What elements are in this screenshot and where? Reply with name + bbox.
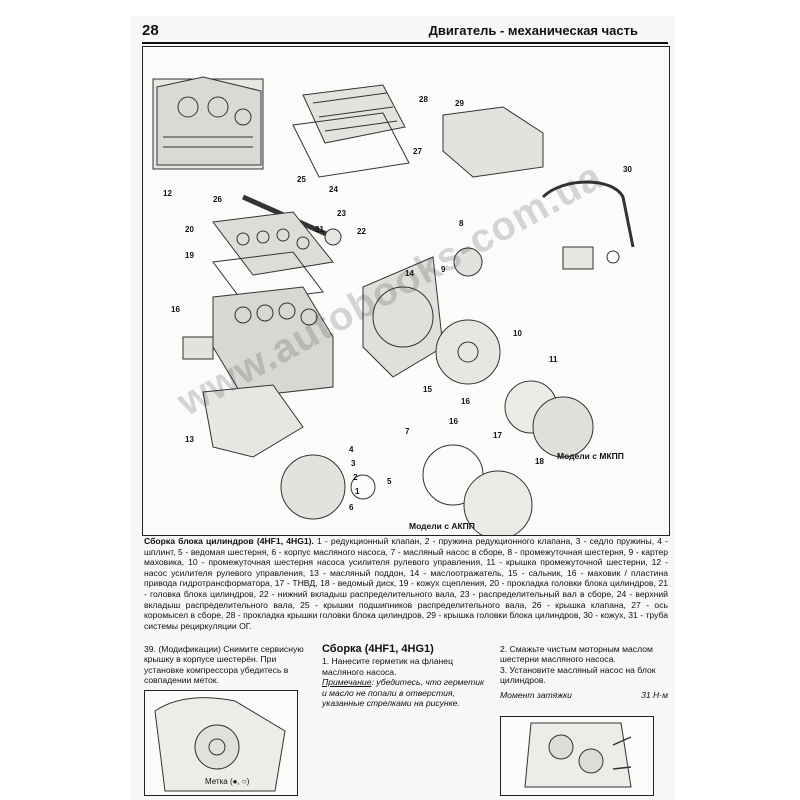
callout-16-at: 16 xyxy=(449,417,458,426)
callout-21: 20 xyxy=(185,225,194,234)
cylinder-block xyxy=(182,286,334,398)
service-cover-figure: Метка (●, ○) xyxy=(144,690,298,796)
manual-page: 28 Двигатель - механическая часть xyxy=(130,16,675,800)
column-3: 2. Смажьте чистым моторным маслом шестер… xyxy=(500,644,668,700)
column-1: 39. (Модификации) Снимите сервисную крыш… xyxy=(144,644,312,796)
clutch-cover xyxy=(532,396,594,458)
callout-4: 4 xyxy=(349,445,354,454)
figure-caption: Сборка блока цилиндров (4HF1, 4HG1). 1 -… xyxy=(144,536,668,631)
callout-13: 13 xyxy=(185,435,194,444)
callout-17: 16 xyxy=(171,305,180,314)
step-3: 3. Установите масляный насос на блок цил… xyxy=(500,664,656,686)
assembled-engine xyxy=(152,76,264,170)
step-2: 2. Смажьте чистым моторным маслом шестер… xyxy=(500,644,653,665)
callout-24: 23 xyxy=(337,209,346,218)
cylinder-head xyxy=(212,211,334,276)
ring-gear xyxy=(463,470,533,535)
callout-1: 1 xyxy=(355,487,360,496)
callout-2: 2 xyxy=(353,473,358,482)
callout-7: 7 xyxy=(405,427,410,436)
callout-9: 9 xyxy=(441,265,446,274)
callout-8: 8 xyxy=(459,219,464,228)
callout-22: 21 xyxy=(315,225,324,234)
flywheel xyxy=(435,319,501,385)
callout-3: 3 xyxy=(351,459,356,468)
callout-19: 18 xyxy=(535,457,544,466)
oil-pump-flange-figure xyxy=(500,716,654,796)
page-header: 28 Двигатель - механическая часть xyxy=(142,20,668,44)
callout-16: 16 xyxy=(461,397,470,406)
head-cover xyxy=(302,84,406,144)
instructions: 39. (Модификации) Снимите сервисную крыш… xyxy=(144,643,668,796)
mark-label: Метка (●, ○) xyxy=(205,777,250,786)
caption-body: 1 - редукционный клапан, 2 - пружина ред… xyxy=(144,536,668,631)
callout-18: 17 xyxy=(493,431,502,440)
flywheel-housing xyxy=(362,256,444,378)
cover-gasket xyxy=(292,112,410,178)
callout-6: 6 xyxy=(349,503,354,512)
step-39: 39. (Модификации) Снимите сервисную крыш… xyxy=(144,644,304,686)
callout-14: 14 xyxy=(405,269,414,278)
assembly-heading: Сборка (4HF1, 4HG1) xyxy=(322,643,434,655)
model-akpp-label: Модели с АКПП xyxy=(409,521,475,531)
callout-28: 27 xyxy=(413,147,422,156)
torque-spec: Момент затяжки 31 Н·м xyxy=(500,690,668,700)
model-mkpp-label: Модели с МКПП xyxy=(557,451,624,461)
page-number: 28 xyxy=(142,22,159,39)
callout-30: 29 xyxy=(455,99,464,108)
chapter-title: Двигатель - механическая часть xyxy=(428,23,638,38)
exploded-view-figure: 28 27 29 30 12 25 24 26 23 21 22 20 19 8… xyxy=(142,46,670,536)
step-1: 1. Нанесите герметик на фланец масляного… xyxy=(322,656,453,677)
callout-25: 24 xyxy=(329,185,338,194)
column-2: Сборка (4HF1, 4HG1) 1. Нанесите герметик… xyxy=(322,643,654,796)
note-text: : убедитесь, что герметик и масло не поп… xyxy=(322,677,485,709)
callout-10: 10 xyxy=(513,329,522,338)
callout-12: 12 xyxy=(163,189,172,198)
oil-pump-flange-drawing xyxy=(524,722,632,788)
callout-26: 25 xyxy=(297,175,306,184)
gear-housing-drawing xyxy=(154,697,286,792)
oil-pan xyxy=(202,384,304,458)
head-gasket xyxy=(212,251,324,303)
engine-exploded-drawing xyxy=(152,76,635,535)
callout-20: 19 xyxy=(185,251,194,260)
callout-23: 22 xyxy=(357,227,366,236)
callout-29: 28 xyxy=(419,95,428,104)
torque-value: 31 Н·м xyxy=(641,689,668,700)
idle-gear xyxy=(453,247,483,277)
callout-5: 5 xyxy=(387,477,392,486)
caption-title: Сборка блока цилиндров (4HF1, 4HG1). xyxy=(144,536,314,546)
note-label: Примечание xyxy=(322,677,372,688)
oil-pump-housing xyxy=(280,454,346,520)
egr-pipe xyxy=(541,180,635,270)
callout-15: 15 xyxy=(423,385,432,394)
torque-label: Момент затяжки xyxy=(500,689,572,700)
callout-31: 30 xyxy=(623,165,632,174)
callout-27: 26 xyxy=(213,195,222,204)
callout-11: 11 xyxy=(549,355,558,364)
shroud xyxy=(442,106,544,178)
